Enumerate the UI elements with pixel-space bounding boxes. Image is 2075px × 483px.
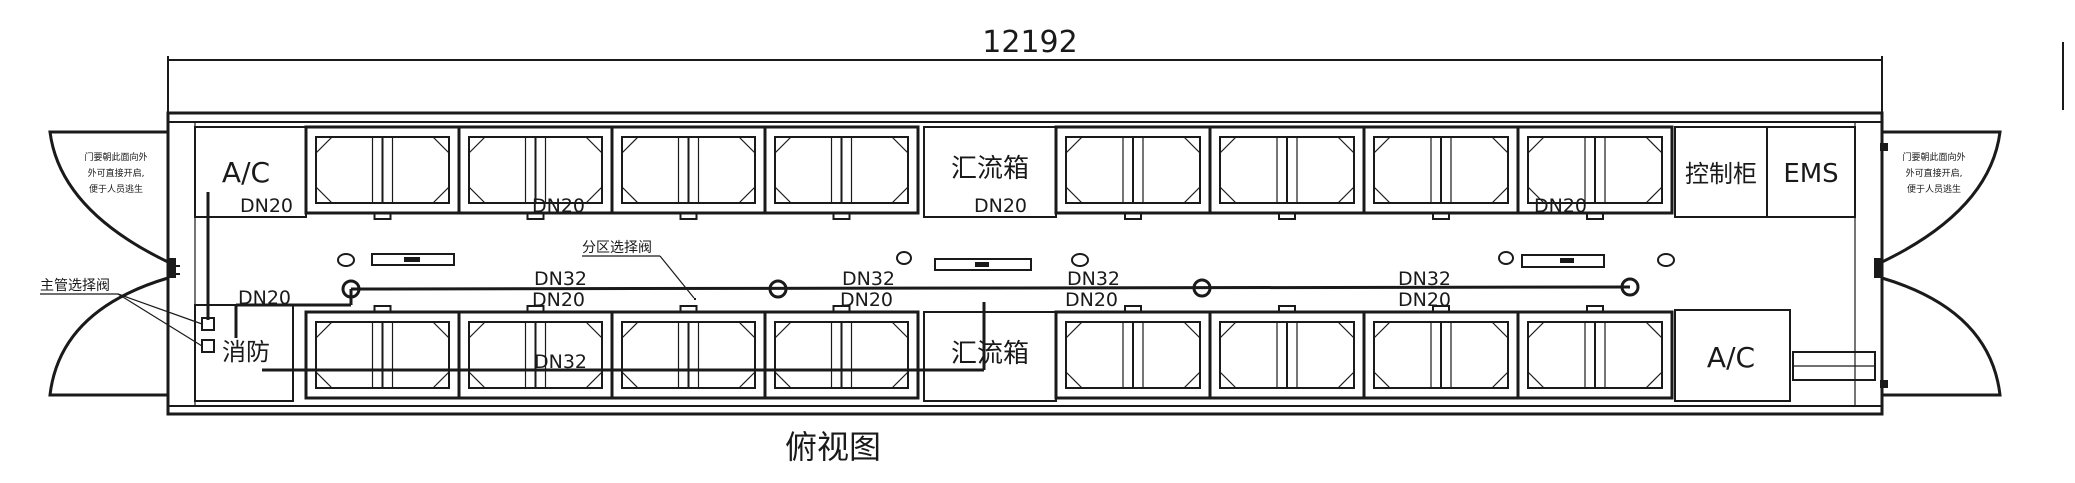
svg-text:DN20: DN20 [238,287,291,309]
svg-text:门要朝此面向外: 门要朝此面向外 [1902,151,1965,163]
battery-racks [304,125,1674,400]
pipe-labels: DN20 DN20 DN20 DN20 DN20 DN20 DN20 DN20 … [238,195,1587,373]
zone-valve-annotation: 分区选择阀 [582,240,695,299]
svg-text:控制柜: 控制柜 [1685,160,1757,188]
svg-text:DN32: DN32 [534,268,587,290]
label-plate [1792,351,1876,381]
battery-rack [1208,305,1366,400]
battery-rack [763,305,920,400]
door-note-right: 门要朝此面向外 外可直接开启, 便于人员逃生 [1902,151,1965,195]
battery-rack [1516,125,1674,220]
ac-unit-left: A/C [194,126,307,218]
battery-rack [1516,305,1674,400]
ac-unit-right: A/C [1674,309,1791,402]
svg-text:外可直接开启,: 外可直接开启, [88,167,145,179]
door-right [1874,42,2064,397]
svg-text:DN32: DN32 [534,351,587,373]
door-note-left: 门要朝此面向外 外可直接开启, 便于人员逃生 [84,151,147,195]
battery-rack [1054,305,1212,400]
aisle-details [337,143,1888,388]
view-title: 俯视图 [785,428,881,466]
control-cabinet: 控制柜 [1674,126,1768,218]
svg-text:DN32: DN32 [842,268,895,290]
svg-text:便于人员逃生: 便于人员逃生 [1907,183,1961,195]
pipe-network [201,192,1640,372]
svg-text:便于人员逃生: 便于人员逃生 [89,183,143,195]
fire-protection-unit: 消防 [194,304,294,402]
svg-text:消防: 消防 [222,338,270,366]
ems-unit: EMS [1766,126,1856,218]
svg-text:DN32: DN32 [1067,268,1120,290]
svg-text:DN20: DN20 [532,195,585,217]
battery-rack [1208,125,1366,220]
battery-rack [610,305,767,400]
svg-text:DN20: DN20 [240,195,293,217]
battery-rack [1054,125,1212,220]
battery-rack [763,125,920,220]
svg-text:汇流箱: 汇流箱 [951,339,1029,369]
combiner-box-top: 汇流箱 [923,126,1057,218]
svg-text:EMS: EMS [1783,159,1838,189]
svg-text:主管选择阀: 主管选择阀 [40,278,110,294]
main-valve-annotation: 主管选择阀 [40,278,203,347]
svg-text:门要朝此面向外: 门要朝此面向外 [84,151,147,163]
svg-text:A/C: A/C [1707,341,1755,374]
svg-text:DN20: DN20 [532,289,585,311]
battery-rack [1362,125,1520,220]
svg-text:DN20: DN20 [974,195,1027,217]
battery-rack [1362,305,1520,400]
svg-text:DN20: DN20 [1398,289,1451,311]
svg-text:DN20: DN20 [1534,195,1587,217]
svg-text:分区选择阀: 分区选择阀 [582,240,652,256]
battery-rack [304,125,461,220]
dimension-line: 12192 [167,25,1883,114]
battery-rack [304,305,461,400]
svg-text:DN32: DN32 [1398,268,1451,290]
svg-text:外可直接开启,: 外可直接开启, [1906,167,1963,179]
battery-rack [610,125,767,220]
door-left [48,130,180,397]
svg-text:DN20: DN20 [1065,289,1118,311]
combiner-box-bottom: 汇流箱 [923,311,1057,402]
dimension-label: 12192 [982,25,1077,60]
svg-text:汇流箱: 汇流箱 [951,154,1029,184]
svg-text:A/C: A/C [222,156,270,189]
svg-text:DN20: DN20 [840,289,893,311]
